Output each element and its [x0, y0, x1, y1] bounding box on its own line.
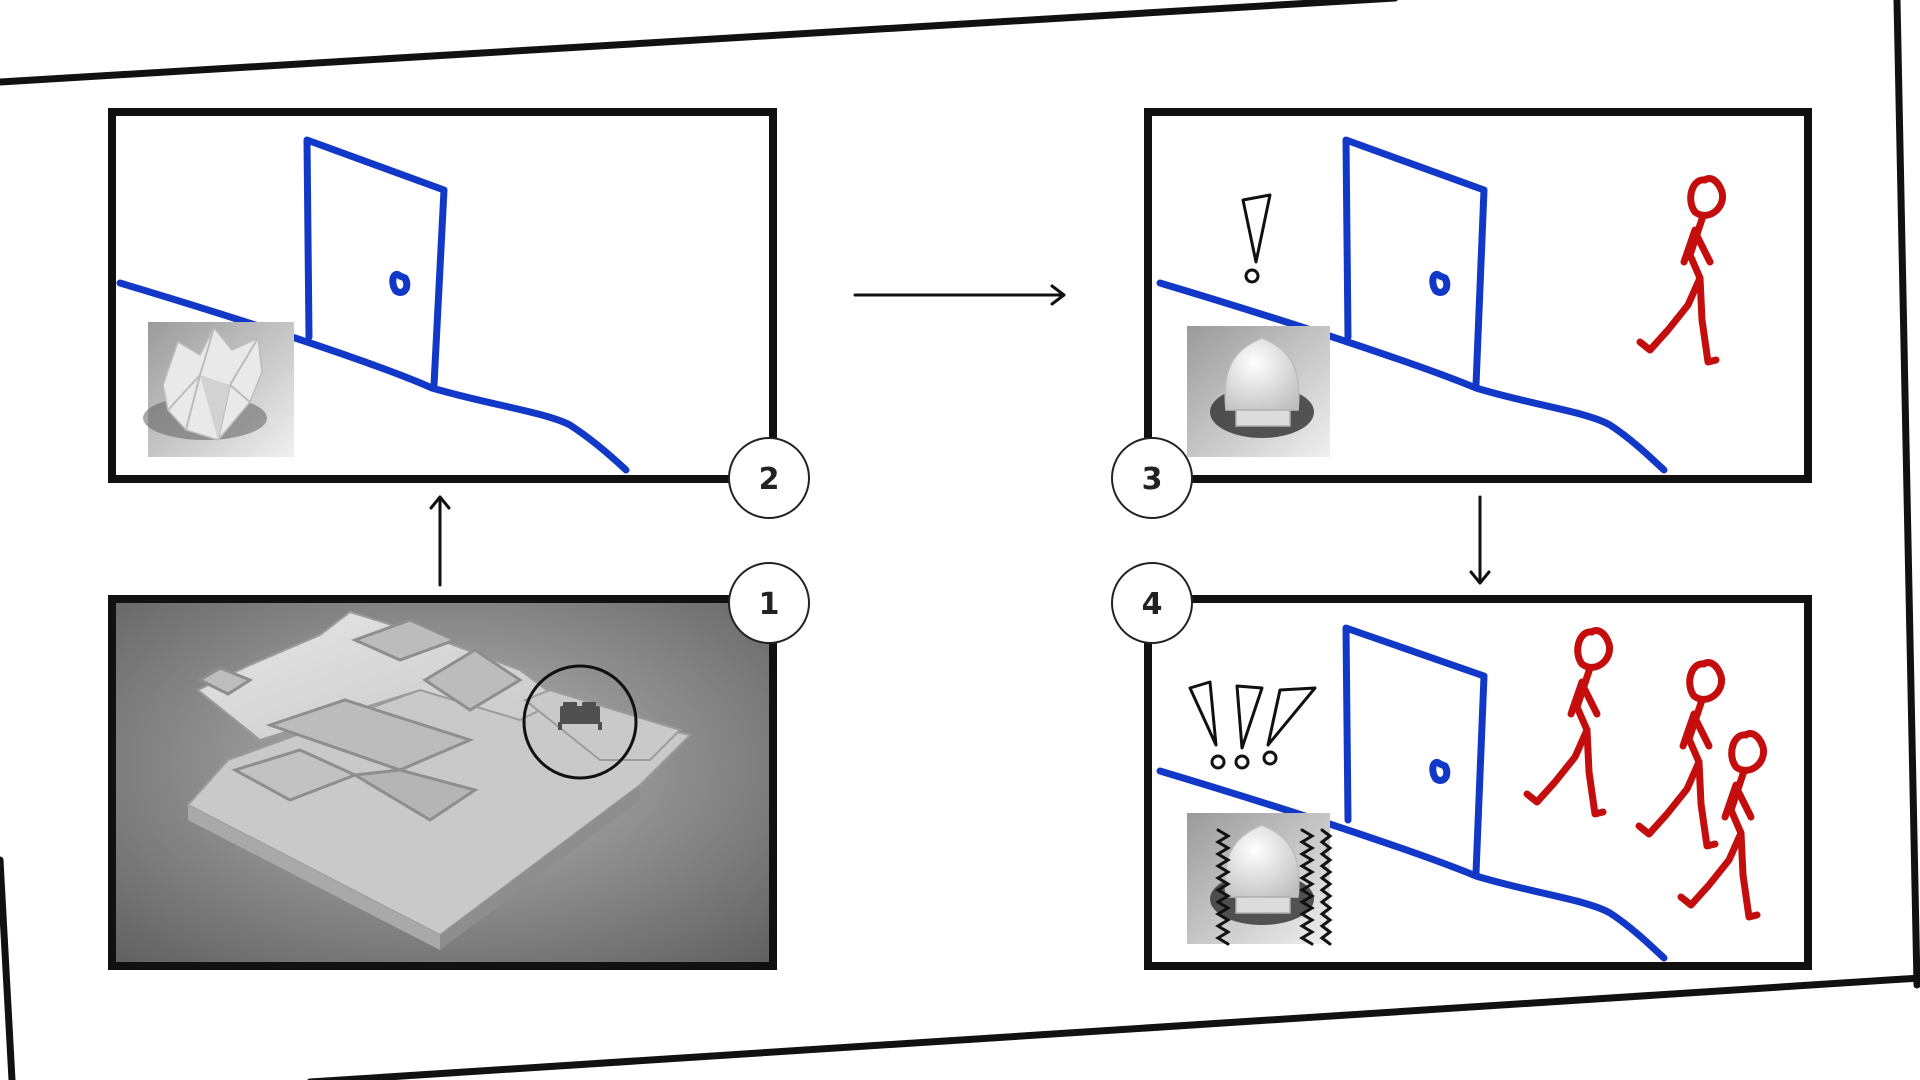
outer-frame-right-edge [1893, 0, 1920, 989]
outer-frame-left-edge [0, 856, 16, 1080]
person-figure [1523, 627, 1614, 818]
vibration-squiggles [1215, 828, 1333, 946]
step-3-badge: 3 [1111, 437, 1193, 519]
step-4-label: 4 [1142, 587, 1163, 622]
panel-2-door-sketch [303, 136, 448, 389]
door-knob-icon [1429, 759, 1451, 784]
panel-4-door-sketch [1342, 624, 1488, 877]
step-2-label: 2 [759, 462, 780, 497]
step-3-label: 3 [1142, 462, 1163, 497]
arrow-down-icon [1469, 495, 1491, 585]
outer-frame-top-edge [0, 0, 1398, 86]
panel-3-door-sketch [1342, 136, 1488, 389]
exclamation-mark [1262, 686, 1317, 766]
exclamation-mark [1241, 193, 1272, 284]
panel-3: 3 [1111, 108, 1812, 519]
bed-icon [558, 702, 602, 730]
step-1-badge: 1 [728, 562, 810, 644]
panel-1: 1 [108, 562, 810, 970]
person-figure [1677, 730, 1768, 921]
bedroom-highlight-circle [522, 664, 638, 780]
person-figure [1636, 175, 1727, 366]
arrow-right-icon [853, 284, 1066, 306]
panel-4: 4 [1111, 562, 1812, 970]
arrow-up-icon [429, 495, 451, 587]
person-figure [1635, 659, 1726, 850]
outer-frame-bottom-edge [307, 974, 1920, 1080]
panel-2: 2 [108, 108, 810, 519]
door-knob-icon [1429, 271, 1451, 296]
panel-3-wall-sketch [1156, 279, 1668, 474]
exclamation-mark [1188, 680, 1226, 770]
step-1-label: 1 [759, 587, 780, 622]
open-flower-thumbnail [143, 322, 294, 457]
door-knob-icon [389, 271, 411, 296]
step-4-badge: 4 [1111, 562, 1193, 644]
closed-bud-thumbnail [1187, 326, 1330, 457]
step-2-badge: 2 [728, 437, 810, 519]
exclamation-mark [1234, 684, 1264, 770]
